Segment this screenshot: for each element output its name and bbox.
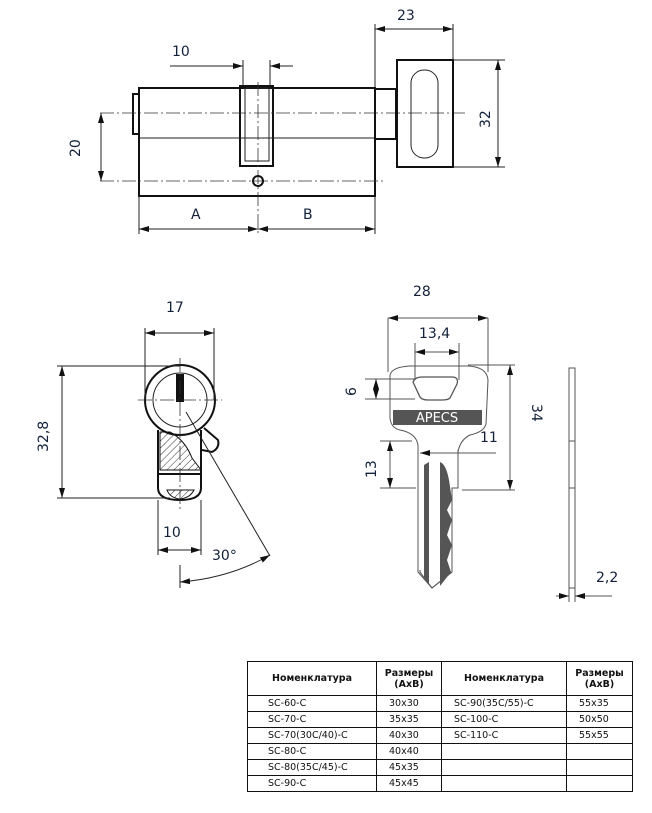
cylinder-body [138,87,376,197]
dim-key-length: 34 [528,404,544,422]
cell-model: SC-110-C [441,727,567,744]
cell-size: 30x30 [376,695,442,712]
cell-size: 40x40 [376,743,442,760]
dim-key-thickness: 2,2 [596,570,618,586]
cell-size: 55x35 [566,695,633,712]
cylinder-side-view: 23 10 32 20 A B [68,8,505,235]
cell-model: SC-90(35C/55)-C [441,695,567,712]
knob-neck [374,88,397,140]
dim-key-shoulder: 13 [364,460,380,478]
key-bitting [440,462,452,586]
cell-model [441,743,567,760]
cell-model: SC-80-C [247,743,377,760]
cell-size [566,743,633,760]
dim-axis-offset: 20 [68,139,84,157]
cylinder-front-view: 17 32,8 10 30° [36,300,271,588]
mounting-hole [252,175,264,187]
cell-size: 45x45 [376,775,442,792]
cylinder-end-cap [132,93,140,135]
key-outline [389,365,489,589]
dim-key-hole-height: 6 [344,387,360,396]
knob-grip-oval [410,69,439,159]
dim-cam-width: 10 [172,44,190,60]
dim-front-width: 17 [166,300,184,316]
cell-model: SC-60-C [247,695,377,712]
cam-tab [201,427,220,454]
cell-model [441,775,567,792]
column-header: Номенклатура [247,661,377,696]
cam-slot [239,85,274,167]
model-size-table: Номенклатура Размеры (АхВ) Номенклатура … [247,661,633,792]
dim-knob-width: 23 [397,8,415,24]
column-header: Размеры (АхВ) [376,661,442,696]
cell-size [566,775,633,792]
key-brand-logo: APECS [416,411,458,426]
key-side-profile [568,367,576,589]
key-groove [424,462,429,585]
cell-model [441,759,567,776]
dim-front-height: 32,8 [36,421,52,452]
dim-key-head-width: 28 [413,284,431,300]
table-header-row: Номенклатура Размеры (АхВ) Номенклатура … [247,661,633,696]
cell-size: 55x55 [566,727,633,744]
cell-model: SC-70-C [247,711,377,728]
dim-rotation-angle: 30° [212,548,237,564]
cell-model: SC-90-C [247,775,377,792]
dim-label-b: B [303,207,313,223]
column-header: Номенклатура [441,661,567,696]
thumb-turn-knob [396,59,454,168]
dim-bottom-width: 10 [163,525,181,541]
cell-size: 45x35 [376,759,442,776]
cell-model: SC-100-C [441,711,567,728]
cell-size: 40x30 [376,727,442,744]
dim-key-shank: 11 [480,430,498,446]
cell-model: SC-80(35C/45)-C [247,759,377,776]
cell-model: SC-70(30C/40)-C [247,727,377,744]
cell-size [566,759,633,776]
cell-size: 50x50 [566,711,633,728]
key-drawing: APECS 28 13,4 6 13 11 34 2,2 [344,284,618,602]
key-hole [412,376,459,401]
dim-knob-height: 32 [478,110,494,128]
dim-key-hole-width: 13,4 [419,326,450,342]
cell-size: 35x35 [376,711,442,728]
key-brand-band [393,410,482,425]
dim-label-a: A [191,207,201,223]
column-header: Размеры (АхВ) [566,661,633,696]
